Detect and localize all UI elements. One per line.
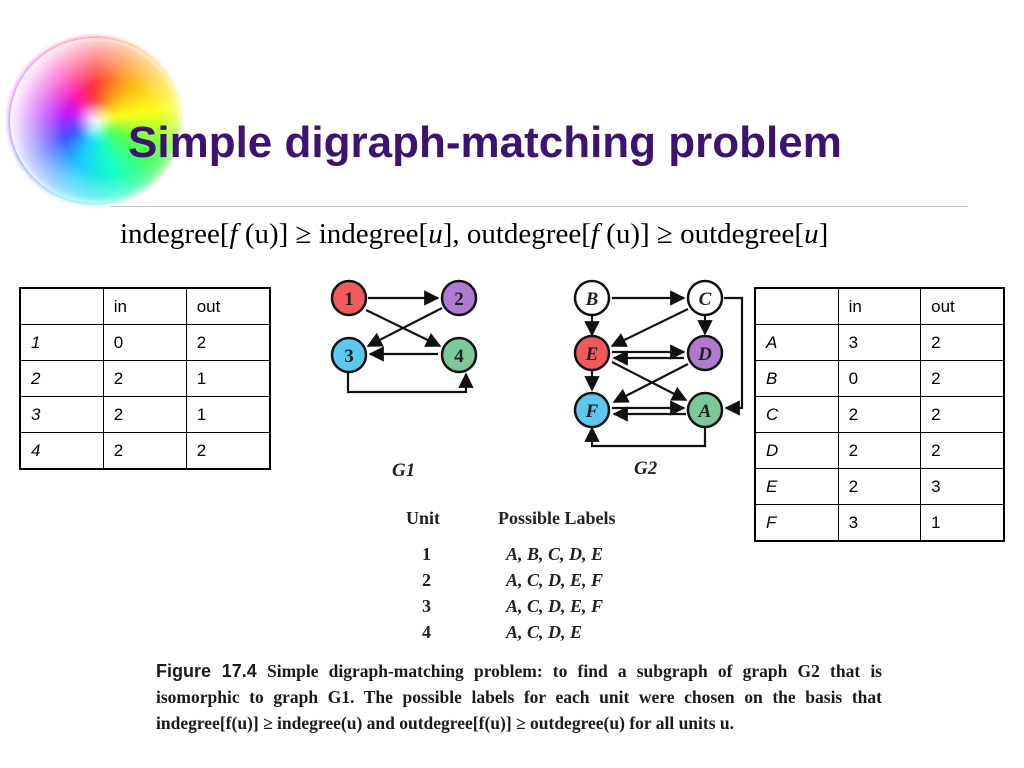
- table-row: 1 0 2: [19, 324, 271, 361]
- table-row: C 2 2: [754, 396, 1005, 433]
- formula-f: f: [590, 218, 599, 250]
- g2-node-a: A: [686, 391, 724, 429]
- header-cell: [754, 287, 839, 325]
- g2-node-c: C: [686, 279, 724, 317]
- unit-cell: 1: [422, 544, 431, 564]
- labels-cell: A, C, D, E: [506, 622, 583, 642]
- g1-node-1: 1: [330, 279, 368, 317]
- formula-u: u: [804, 218, 819, 250]
- node-label: C: [699, 289, 712, 310]
- unit-cell: 3: [422, 596, 431, 616]
- labels-cell: A, C, D, E, F: [506, 570, 604, 590]
- g2-edges: [584, 290, 744, 448]
- row-label: F: [754, 504, 839, 542]
- row-label: 3: [19, 396, 104, 433]
- in-cell: 2: [102, 432, 187, 470]
- in-cell: 0: [102, 324, 187, 361]
- unit-header: Unit: [406, 508, 441, 528]
- row-label: D: [754, 432, 839, 469]
- node-label: 2: [454, 289, 464, 310]
- formula-text: ]: [818, 218, 829, 250]
- in-cell: 2: [102, 396, 187, 433]
- row-label: 1: [19, 324, 104, 361]
- table-row: A 3 2: [754, 324, 1005, 361]
- in-cell: 2: [837, 468, 922, 505]
- in-cell: 3: [837, 324, 922, 361]
- out-cell: 2: [920, 324, 1005, 361]
- edge-c-a: [724, 296, 744, 416]
- in-cell: 2: [102, 360, 187, 397]
- formula-u: (u): [244, 218, 279, 250]
- g2-node-e: E: [573, 334, 611, 372]
- g1-label: G1: [392, 460, 415, 481]
- formula-text: ] ≥ outdegree[: [640, 218, 805, 250]
- slide-title: Simple digraph-matching problem: [128, 118, 842, 167]
- caption-text: Simple digraph-matching problem: to find…: [156, 661, 882, 733]
- node-label: B: [585, 289, 599, 310]
- table-row: E 2 3: [754, 468, 1005, 505]
- formula-u: (u): [606, 218, 640, 250]
- node-label: E: [585, 344, 599, 365]
- table-header-row: in out: [754, 287, 1005, 325]
- node-label: 3: [344, 346, 354, 367]
- formula-text: ] ≥ indegree[: [278, 218, 429, 250]
- node-label: 1: [344, 289, 354, 310]
- g1-node-3: 3: [330, 336, 368, 374]
- g1-edges: [346, 290, 474, 394]
- unit-cell: 2: [422, 570, 431, 590]
- node-label: 4: [454, 346, 464, 367]
- header-cell: out: [185, 287, 271, 325]
- labels-cell: A, C, D, E, F: [506, 596, 604, 616]
- header-cell: out: [920, 287, 1005, 325]
- in-cell: 2: [837, 396, 922, 433]
- row-label: 4: [19, 432, 104, 470]
- edge-a-f-loop: [584, 426, 707, 448]
- edge-2-3: [366, 307, 443, 347]
- figure-caption: Figure 17.4 Simple digraph-matching prob…: [156, 658, 882, 736]
- g2-label: G2: [634, 458, 658, 479]
- edge-c-e: [610, 308, 689, 347]
- table-row: F 3 1: [754, 504, 1005, 542]
- edge-e-a: [611, 361, 688, 401]
- g2-node-b: B: [573, 279, 611, 317]
- g2-degree-table: in out A 3 2 B 0 2 C 2 2 D 2 2 E 2 3 F 3…: [754, 287, 1005, 542]
- unit-cell: 4: [422, 622, 431, 642]
- edge-d-f: [612, 363, 689, 403]
- g2-node-f: F: [573, 391, 611, 429]
- table-row: 4 2 2: [19, 432, 271, 470]
- row-label: C: [754, 396, 839, 433]
- formula-f: f: [229, 218, 238, 250]
- table-row: 2 2 1: [19, 360, 271, 397]
- row-label: E: [754, 468, 839, 505]
- g1-node-4: 4: [440, 336, 478, 374]
- out-cell: 1: [185, 396, 271, 433]
- in-cell: 3: [837, 504, 922, 542]
- header-cell: [19, 287, 104, 325]
- node-label: D: [697, 344, 712, 365]
- formula-text: indegree[: [120, 218, 230, 250]
- color-wheel-fade: [10, 38, 180, 203]
- edge-3-4: [346, 372, 474, 394]
- g1-node-2: 2: [440, 279, 478, 317]
- labels-cell: A, B, C, D, E: [506, 544, 604, 564]
- g2-node-d: D: [686, 334, 724, 372]
- table-row: 3 2 1: [19, 396, 271, 433]
- node-label: F: [585, 401, 599, 422]
- table-header-row: in out: [19, 287, 271, 325]
- degree-formula: indegree[f (u)] ≥ indegree[u], outdegree…: [120, 218, 828, 251]
- title-divider: [110, 206, 968, 207]
- out-cell: 2: [185, 432, 271, 470]
- node-label: A: [698, 401, 712, 422]
- g1-degree-table: in out 1 0 2 2 2 1 3 2 1 4 2 2: [19, 287, 271, 470]
- out-cell: 3: [920, 468, 1005, 505]
- row-label: A: [754, 324, 839, 361]
- formula-text: ], outdegree[: [442, 218, 591, 250]
- out-cell: 1: [185, 360, 271, 397]
- formula-u: u: [428, 218, 443, 250]
- header-cell: in: [102, 287, 187, 325]
- labels-header: Possible Labels: [498, 508, 616, 528]
- figure-number: Figure 17.4: [156, 661, 257, 681]
- out-cell: 1: [920, 504, 1005, 542]
